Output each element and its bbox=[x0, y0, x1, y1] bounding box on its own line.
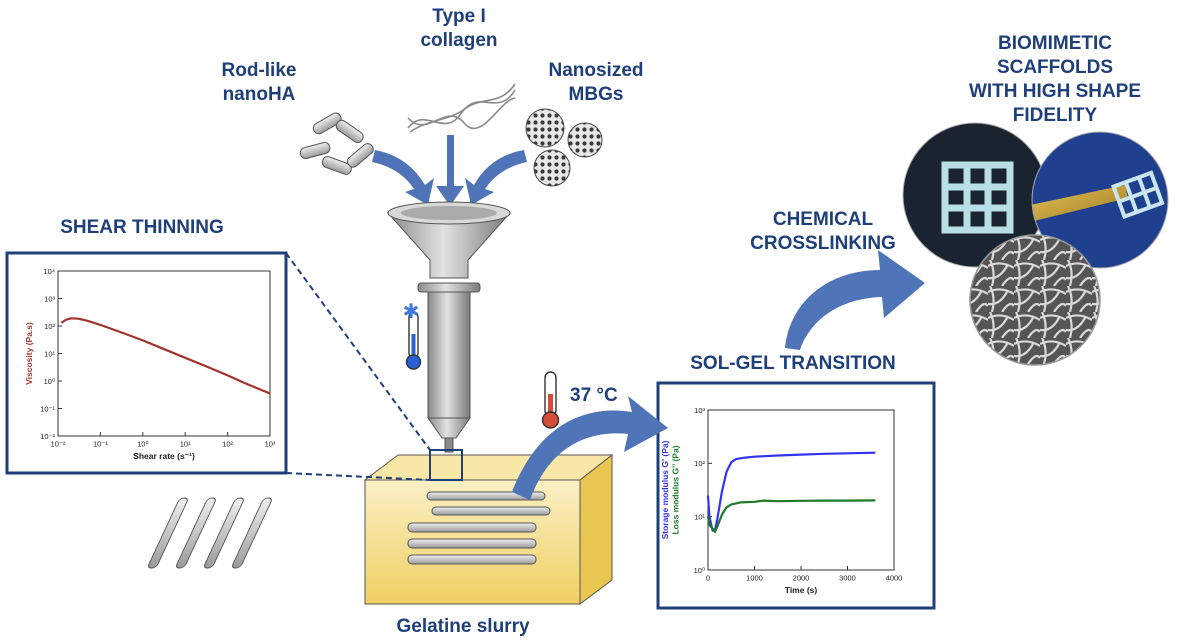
cold-thermometer-icon: ✱ bbox=[403, 301, 422, 370]
y-tick-label: 10³ bbox=[694, 406, 705, 415]
scaffolds-label-line4: FIDELITY bbox=[1013, 105, 1098, 126]
warm-thermometer-icon bbox=[541, 371, 560, 429]
y-tick-label: 10⁻² bbox=[40, 432, 55, 441]
y-tick-label: 10¹ bbox=[44, 349, 55, 358]
modulus-chart: 0 1000 2000 3000 4000 10⁰ 10¹ 10² 10³ Time (s) Sto… bbox=[660, 406, 902, 595]
syringe-icon bbox=[417, 282, 481, 453]
scaffold-sem-micrograph bbox=[969, 234, 1101, 366]
x-axis-label: Shear rate (s⁻¹) bbox=[133, 451, 195, 461]
collagen-helix-icon bbox=[407, 83, 516, 133]
y-axis-label-2: Loss modulus G'' (Pa) bbox=[671, 445, 681, 534]
x-tick-label: 10³ bbox=[265, 440, 276, 449]
series-line-0 bbox=[60, 317, 271, 395]
scaffolds-label-line1: BIOMIMETIC bbox=[998, 33, 1112, 54]
series-line-1 bbox=[706, 499, 876, 533]
sol-gel-title: SOL-GEL TRANSITION bbox=[690, 353, 895, 374]
zoom-connector-lines bbox=[285, 252, 431, 481]
y-tick-label: 10⁰ bbox=[44, 377, 55, 386]
y-tick-label: 10² bbox=[694, 459, 705, 468]
nanoha-rods-icon bbox=[299, 112, 374, 175]
temperature-label: 37 °C bbox=[570, 385, 618, 406]
nanoha-to-funnel-arrow bbox=[372, 150, 434, 205]
x-tick-label: 3000 bbox=[839, 574, 856, 583]
x-tick-label: 4000 bbox=[886, 574, 903, 583]
y-tick-label: 10³ bbox=[44, 294, 55, 303]
input-arrows bbox=[372, 135, 527, 206]
x-tick-label: 2000 bbox=[793, 574, 810, 583]
x-tick-label: 10⁰ bbox=[137, 440, 148, 449]
viscosity-chart: 10⁻² 10⁻¹ 10⁰ 10¹ 10² 10³ 10⁻² 10⁻¹ 10⁰ 10¹ 10² 10³… bbox=[24, 267, 276, 461]
funnel-icon bbox=[386, 201, 512, 279]
scaffolds-label-line3: WITH HIGH SHAPE bbox=[969, 81, 1141, 102]
y-tick-label: 10⁻¹ bbox=[40, 404, 55, 413]
nozzle-zoom-box bbox=[429, 449, 463, 481]
y-tick-label: 10¹ bbox=[694, 512, 705, 521]
shear-thinning-title: SHEAR THINNING bbox=[60, 217, 224, 238]
crosslinking-label-line2: CROSSLINKING bbox=[750, 233, 896, 254]
y-tick-label: 10² bbox=[44, 322, 55, 331]
y-axis-label: Storage modulus G' (Pa) bbox=[660, 440, 670, 539]
printed-scaffold-lattice bbox=[148, 491, 551, 569]
collagen-label-line1: Type I bbox=[432, 6, 486, 27]
x-tick-label: 10⁻¹ bbox=[93, 440, 108, 449]
slurry-to-solgel-arrow bbox=[512, 396, 668, 500]
x-axis-label: Time (s) bbox=[785, 585, 818, 595]
nanoha-label-line2: nanoHA bbox=[223, 84, 296, 105]
y-tick-label: 10⁴ bbox=[43, 267, 55, 276]
nanoha-label-line1: Rod-like bbox=[222, 60, 297, 81]
crosslinking-arrow bbox=[785, 250, 925, 350]
x-tick-label: 1000 bbox=[746, 574, 763, 583]
scaffolds-label-line2: SCAFFOLDS bbox=[997, 57, 1113, 78]
mbg-spheres-icon bbox=[525, 108, 603, 187]
y-tick-label: 10⁰ bbox=[694, 566, 705, 575]
collagen-label-line2: collagen bbox=[420, 30, 497, 51]
mbg-label-line2: MBGs bbox=[569, 84, 624, 105]
mbg-label-line1: Nanosized bbox=[548, 60, 643, 81]
snowflake-icon: ✱ bbox=[403, 301, 420, 323]
y-axis-label: Viscosity (Pa.s) bbox=[24, 322, 34, 385]
x-tick-label: 10¹ bbox=[180, 440, 191, 449]
x-tick-label: 10⁻² bbox=[51, 440, 66, 449]
x-tick-label: 10² bbox=[222, 440, 233, 449]
x-tick-label: 0 bbox=[706, 574, 710, 583]
crosslinking-label-line1: CHEMICAL bbox=[773, 209, 874, 230]
collagen-to-funnel-arrow bbox=[436, 135, 464, 206]
slurry-label: Gelatine slurry bbox=[396, 616, 529, 637]
mbg-to-funnel-arrow bbox=[465, 150, 527, 205]
